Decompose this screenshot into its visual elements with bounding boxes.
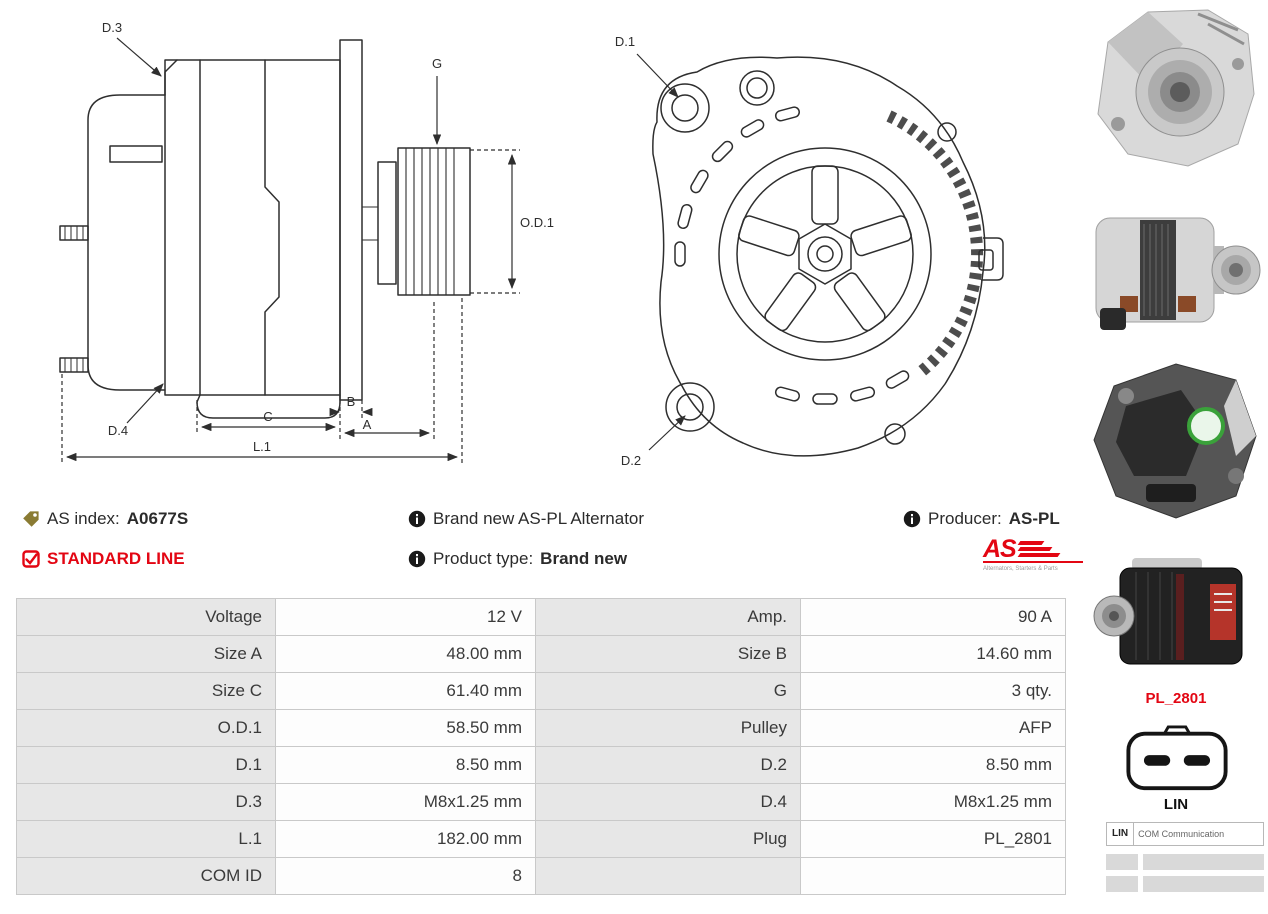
plug-connector-diagram (1126, 725, 1228, 791)
spec-value: 14.60 mm (800, 635, 1066, 673)
placeholder-bar (1143, 854, 1264, 870)
front-view-diagram: D.1 D.2 (615, 34, 1004, 468)
spec-label: L.1 (16, 820, 276, 858)
info-icon (903, 510, 921, 528)
dim-label-d4: D.4 (108, 423, 128, 438)
placeholder-bar (1143, 876, 1264, 892)
dim-label-d1: D.1 (615, 34, 635, 49)
dim-label-l1: L.1 (253, 439, 271, 454)
spec-label: Size A (16, 635, 276, 673)
spec-value: M8x1.25 mm (275, 783, 536, 821)
spec-label: D.1 (16, 746, 276, 784)
placeholder-bar (1106, 854, 1138, 870)
com-communication-box: LIN COM Communication (1106, 822, 1264, 846)
aspl-logo-tagline: Alternators, Starters & Parts (983, 565, 1058, 572)
spec-table: Voltage 12 V Amp. 90 A Size A 48.00 mm S… (16, 598, 1066, 895)
product-photo-dark-side (1093, 558, 1243, 665)
dim-label-d3: D.3 (102, 20, 122, 35)
dimension-lines (636, 53, 686, 451)
product-photo-side (1095, 217, 1261, 330)
table-row: O.D.1 58.50 mm Pulley AFP (16, 709, 1066, 747)
producer-label: Producer: (928, 509, 1002, 528)
spec-value: 90 A (800, 598, 1066, 636)
plug-type-label: LIN (1163, 796, 1189, 813)
placeholder-bar-row (1106, 854, 1264, 870)
info-product-type: Product type: Brand new (408, 546, 627, 572)
com-protocol-label: LIN (1107, 823, 1135, 845)
table-row: D.1 8.50 mm D.2 8.50 mm (16, 746, 1066, 784)
alternator-front-outline (652, 56, 1004, 457)
info-as-index: AS index: A0677S (22, 506, 188, 532)
spec-label (535, 857, 801, 895)
spec-value: 61.40 mm (275, 672, 536, 710)
table-row: L.1 182.00 mm Plug PL_2801 (16, 820, 1066, 858)
spec-label: COM ID (16, 857, 276, 895)
spec-label: G (535, 672, 801, 710)
standard-line-label: STANDARD LINE (47, 549, 185, 568)
aspl-logo-text: AS (983, 535, 1017, 563)
spec-value: 8.50 mm (275, 746, 536, 784)
spec-label: Size B (535, 635, 801, 673)
placeholder-bar (1106, 876, 1138, 892)
com-communication-text: COM Communication (1138, 829, 1225, 839)
spec-value: PL_2801 (800, 820, 1066, 858)
spec-label: Pulley (535, 709, 801, 747)
aspl-logo-stripes (1017, 541, 1061, 560)
spec-value: M8x1.25 mm (800, 783, 1066, 821)
spec-label: D.2 (535, 746, 801, 784)
spec-value: AFP (800, 709, 1066, 747)
info-icon (408, 510, 426, 528)
info-brand-new: Brand new AS-PL Alternator (408, 506, 644, 532)
table-row: Voltage 12 V Amp. 90 A (16, 598, 1066, 636)
side-view-diagram: D.3 G O.D.1 D.4 C B A L.1 (59, 20, 554, 464)
product-photo-front-top (1097, 9, 1255, 167)
product-photo-rear (1093, 363, 1257, 519)
info-standard-line: STANDARD LINE (22, 546, 185, 572)
spec-label: Amp. (535, 598, 801, 636)
table-row: Size C 61.40 mm G 3 qty. (16, 672, 1066, 710)
plug-code: PL_2801 (1145, 690, 1207, 707)
dim-label-c: C (263, 409, 272, 424)
spec-value: 8 (275, 857, 536, 895)
info-icon (408, 550, 426, 568)
as-index-label: AS index: (47, 509, 120, 528)
spec-value: 3 qty. (800, 672, 1066, 710)
spec-label: D.3 (16, 783, 276, 821)
brand-new-text: Brand new AS-PL Alternator (433, 509, 645, 528)
spec-label: Voltage (16, 598, 276, 636)
table-row: COM ID 8 (16, 857, 1066, 895)
spec-value: 12 V (275, 598, 536, 636)
dim-label-g: G (432, 56, 442, 71)
spec-label: D.4 (535, 783, 801, 821)
table-row: D.3 M8x1.25 mm D.4 M8x1.25 mm (16, 783, 1066, 821)
table-row: Size A 48.00 mm Size B 14.60 mm (16, 635, 1066, 673)
spec-value (800, 857, 1066, 895)
dimension-lines (61, 37, 520, 464)
alternator-side-outline (59, 39, 471, 419)
product-type-value: Brand new (540, 549, 628, 568)
checkbox-icon (22, 550, 40, 568)
spec-label: O.D.1 (16, 709, 276, 747)
spec-label: Plug (535, 820, 801, 858)
aspl-logo: AS Alternators, Starters & Parts (983, 535, 1083, 576)
vent-slots (674, 106, 910, 405)
producer-value: AS-PL (1008, 509, 1060, 528)
spec-value: 182.00 mm (275, 820, 536, 858)
spec-value: 58.50 mm (275, 709, 536, 747)
dim-label-b: B (347, 394, 356, 409)
spec-value: 48.00 mm (275, 635, 536, 673)
spec-label: Size C (16, 672, 276, 710)
info-producer: Producer: AS-PL (903, 506, 1060, 532)
dim-label-od1: O.D.1 (520, 215, 554, 230)
aspl-logo-rule (983, 561, 1083, 563)
product-type-label: Product type: (433, 549, 534, 568)
spec-value: 8.50 mm (800, 746, 1066, 784)
as-index-value: A0677S (126, 509, 189, 528)
tag-icon (23, 511, 39, 527)
placeholder-bar-row (1106, 876, 1264, 892)
dim-label-d2: D.2 (621, 453, 641, 468)
dim-label-a: A (363, 417, 372, 432)
